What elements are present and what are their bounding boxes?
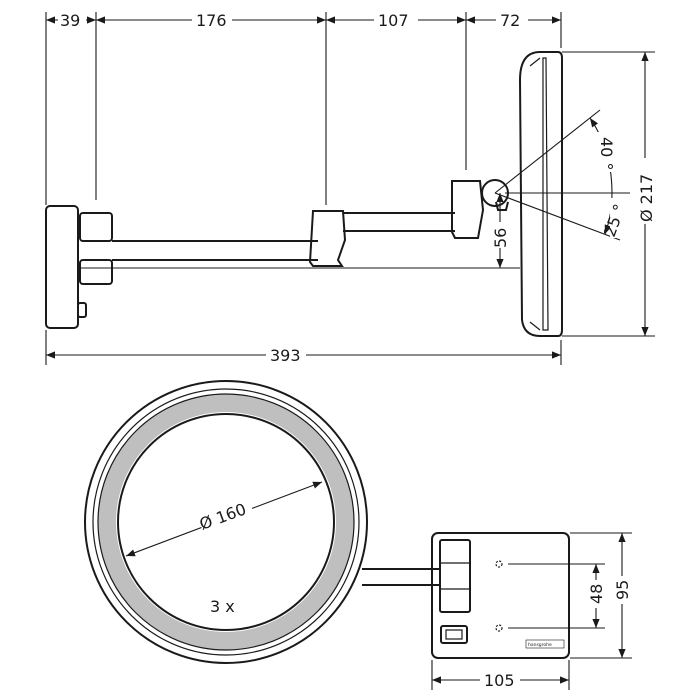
- magnification-label: 3 x: [210, 597, 235, 616]
- wall-base: [45, 205, 79, 329]
- screw-hole-bottom: [495, 624, 503, 632]
- middle-joint: [308, 210, 347, 267]
- screw-hole-top: [495, 560, 503, 568]
- dim-base-depth: 39: [60, 11, 80, 30]
- arm-1: [112, 240, 318, 261]
- dim-mirror-diameter: Ø 217: [637, 174, 656, 222]
- brand-logo: hansgrohe: [528, 642, 552, 648]
- ball-stem: [495, 201, 509, 211]
- mirror-bezel: [92, 388, 360, 656]
- arm-2: [343, 212, 455, 232]
- light-switch[interactable]: [440, 625, 468, 644]
- switch-knob: [77, 302, 87, 318]
- dim-arm-2: 107: [378, 11, 409, 30]
- front-view: Ø 160 3 x hansgrohe 48 95 105: [84, 380, 632, 691]
- base-joint: [79, 212, 113, 242]
- side-view: 39 176 107 72 393 Ø 217 56 40 ° 25 °: [45, 10, 656, 366]
- dim-angle-up: 40 °: [597, 137, 616, 170]
- dim-plate-width: 105: [484, 671, 515, 690]
- dim-hole-spacing: 48: [587, 584, 606, 604]
- dim-arm-1: 176: [196, 11, 227, 30]
- plate-joint: [439, 539, 471, 613]
- front-arm: [362, 568, 440, 586]
- dim-plate-height: 95: [613, 580, 632, 600]
- mirror-profile: [518, 51, 563, 337]
- base-joint-lower: [79, 259, 113, 285]
- mirror-glass: [117, 413, 335, 631]
- dim-offset: 56: [491, 228, 510, 248]
- dim-total: 393: [270, 346, 301, 365]
- dim-head: 72: [500, 11, 520, 30]
- head-joint: [451, 180, 485, 239]
- light-ring: [98, 394, 354, 650]
- mirror-profile-inner: [542, 57, 549, 331]
- mirror-outer-ring: [84, 380, 368, 664]
- wall-plate: [431, 532, 570, 659]
